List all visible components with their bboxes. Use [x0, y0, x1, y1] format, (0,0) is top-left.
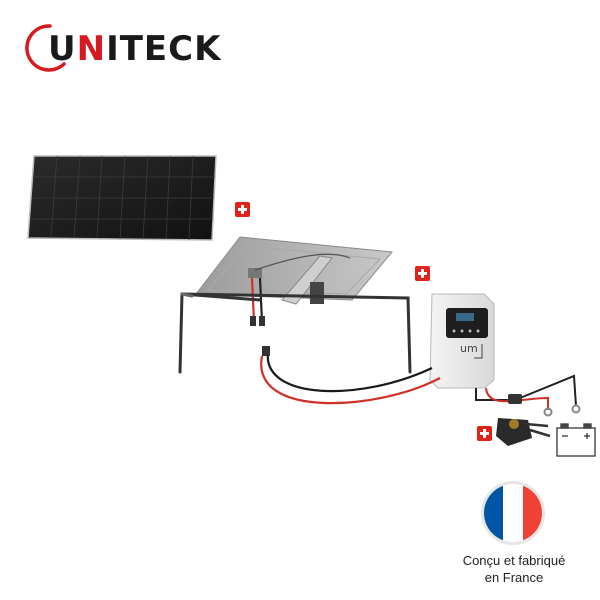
caption-line-2: en France [484, 570, 544, 585]
plus-badge-icon [477, 426, 492, 441]
battery-icon [556, 423, 596, 457]
solar-panel-mounted [195, 236, 393, 326]
logo-arc-icon [25, 24, 66, 72]
brand-letter-u: U [48, 29, 77, 69]
french-flag-icon [484, 484, 542, 542]
brand-rest: TECK [119, 29, 222, 69]
connector-cable-accessory [496, 418, 551, 446]
plus-badge-icon [415, 266, 430, 281]
charge-controller: um [429, 293, 495, 389]
made-in-france-caption: Conçu et fabriqué en France [430, 552, 598, 586]
plus-badge-icon [235, 202, 250, 217]
solar-panel-front [27, 155, 217, 241]
caption-line-1: Conçu et fabriqué [462, 553, 566, 568]
brand-letter-n: N [76, 29, 107, 69]
brand-name: UNITECK [48, 29, 221, 69]
pv-cables [260, 346, 441, 405]
svg-text:um: um [460, 342, 478, 355]
battery-cables [475, 374, 581, 417]
mounting-stand [178, 292, 412, 374]
brand-logo: UNITECK [20, 16, 260, 78]
brand-letter-i: I [106, 29, 120, 69]
